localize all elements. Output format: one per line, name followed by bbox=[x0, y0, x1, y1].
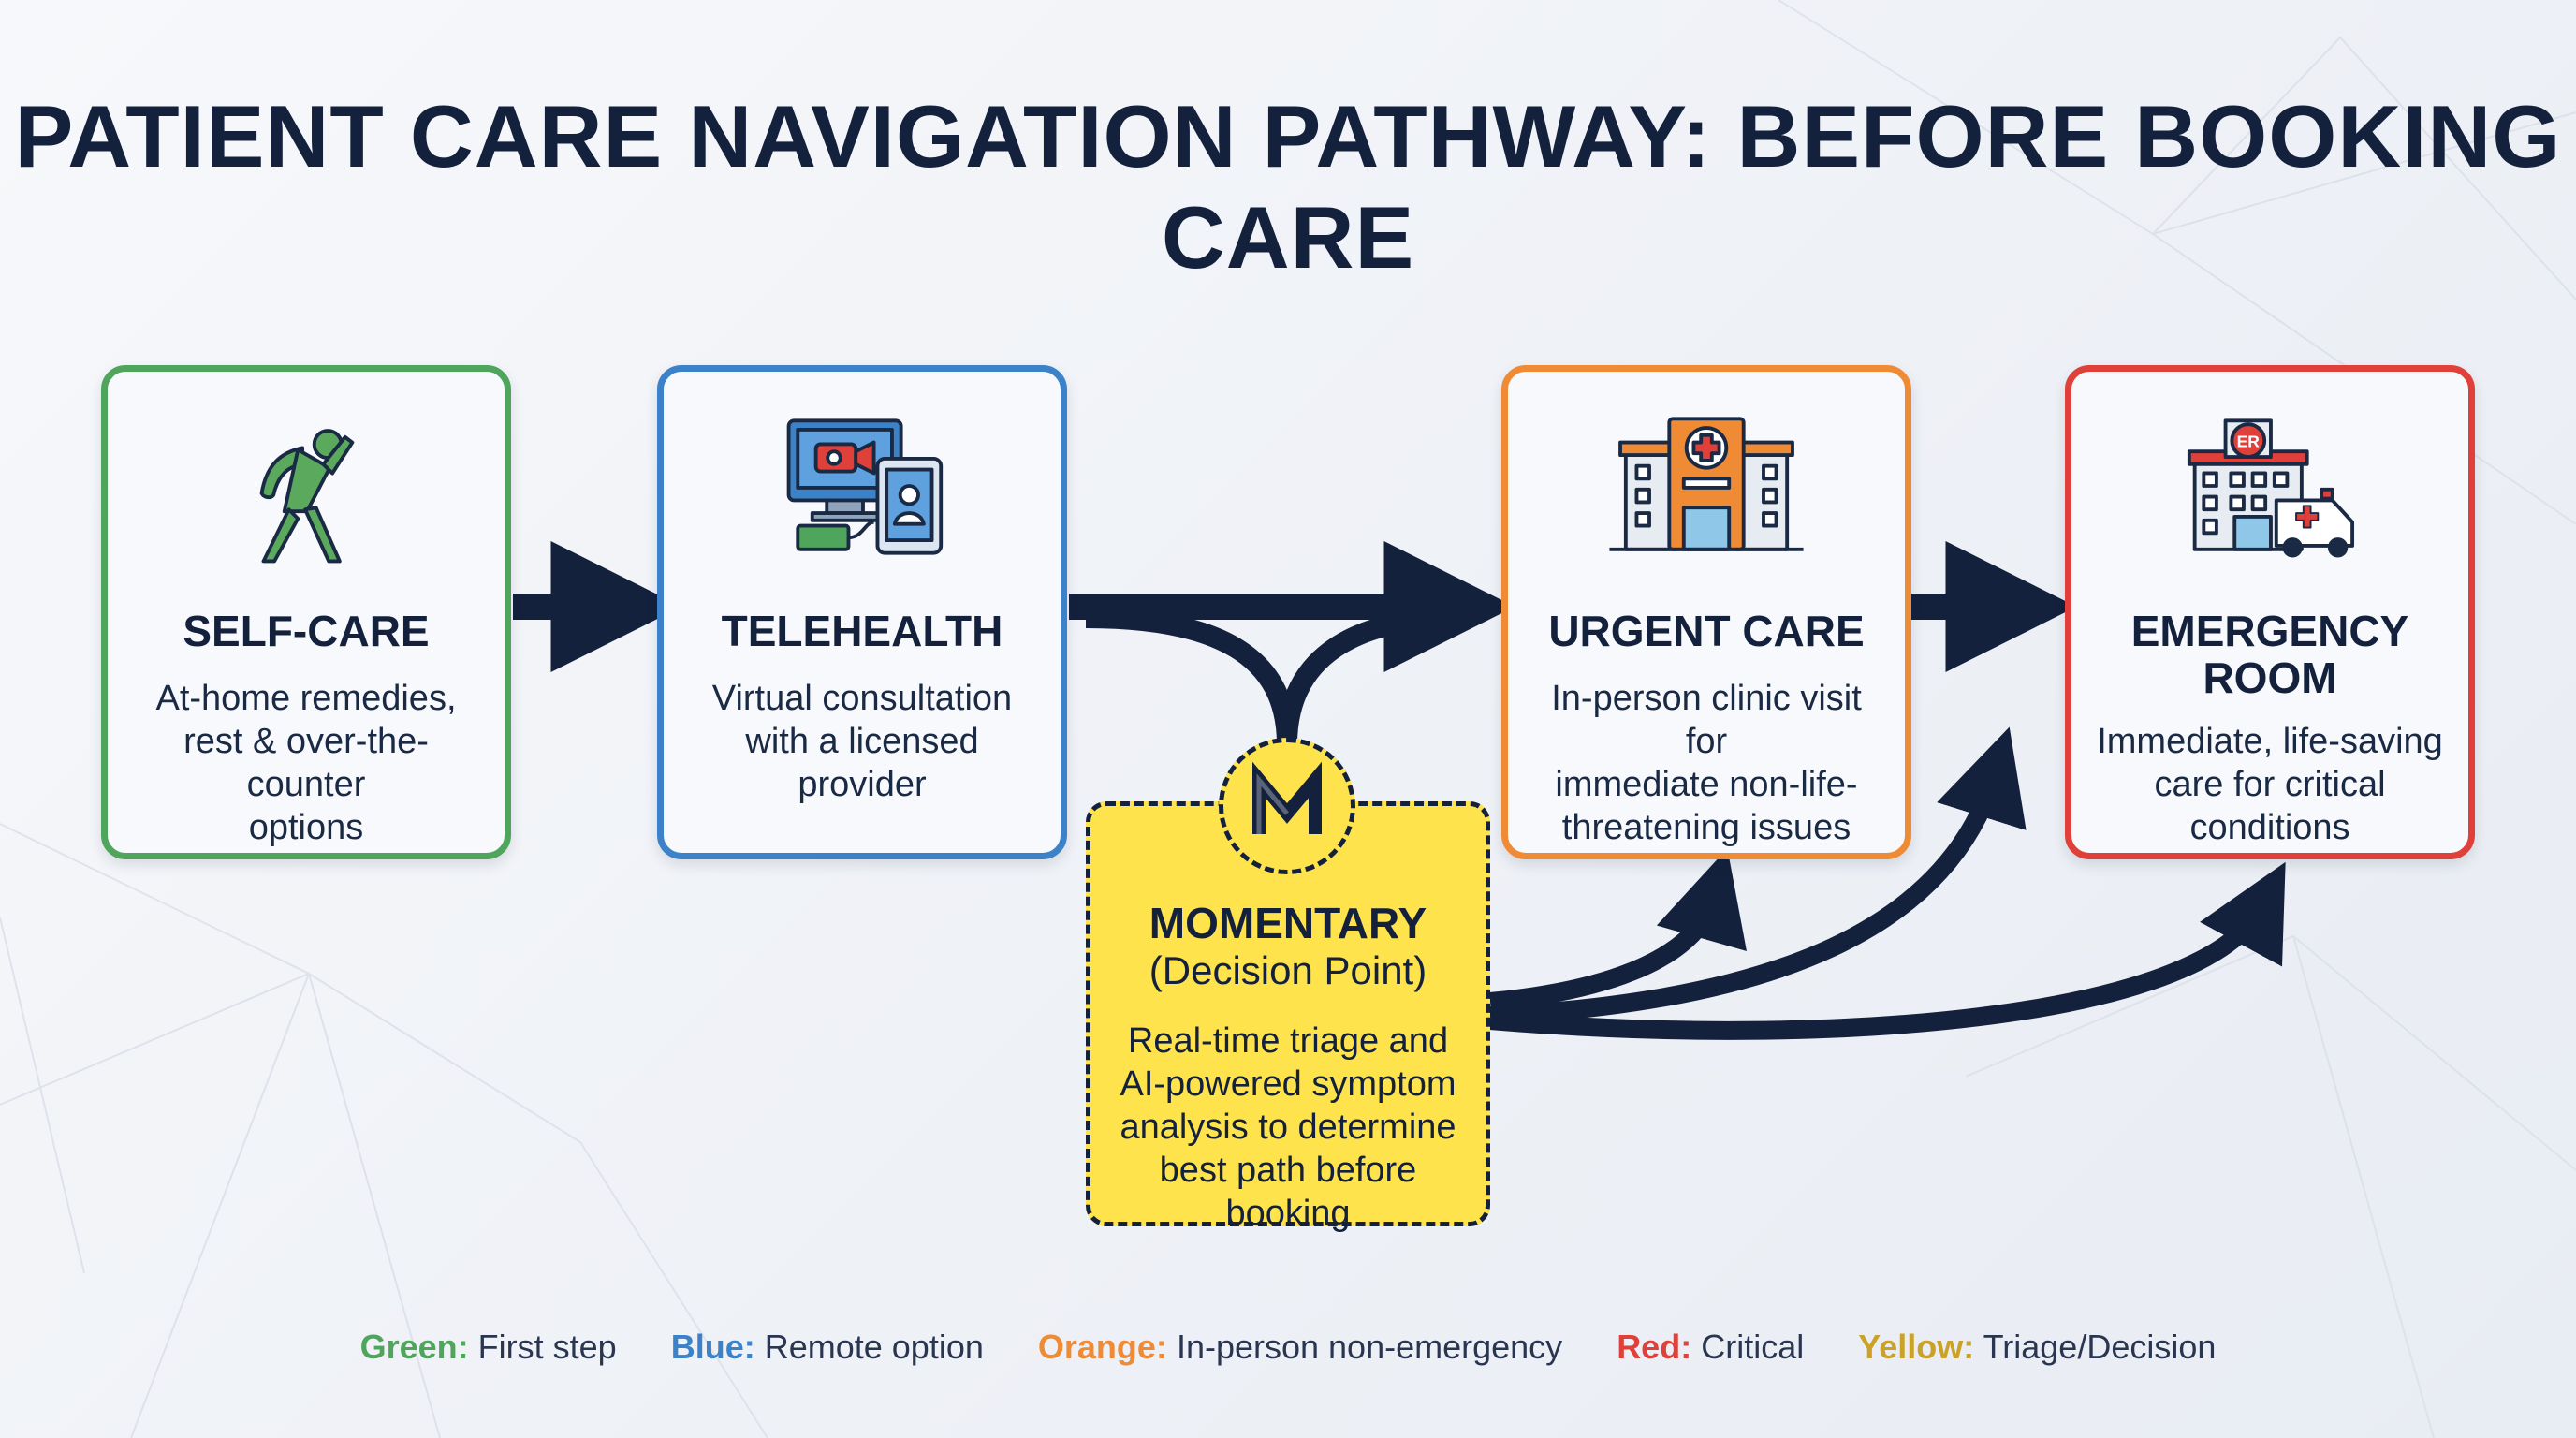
arrow-decision-to-er-upper bbox=[1489, 726, 2027, 1025]
step-card-emergency-room: ER EMERGENCY ROOM Immediate, life-saving… bbox=[2065, 365, 2475, 859]
step-name: SELF-CARE bbox=[183, 607, 430, 655]
legend-item-blue: Blue: Remote option bbox=[670, 1328, 984, 1366]
step-card-urgent-care: URGENT CARE In-person clinic visit for i… bbox=[1501, 365, 1911, 859]
decision-name: MOMENTARY bbox=[1149, 899, 1427, 947]
step-name: EMERGENCY ROOM bbox=[2130, 607, 2409, 702]
er-hospital-ambulance-icon: ER bbox=[2187, 418, 2355, 558]
step-description: Immediate, life-saving care for critical… bbox=[2097, 722, 2443, 847]
step-card-self-care: SELF-CARE At-home remedies, rest & over-… bbox=[101, 365, 511, 859]
step-description: Virtual consultation with a licensed pro… bbox=[711, 679, 1013, 804]
arrow-decision-to-er-lower bbox=[1489, 861, 2286, 1040]
momentary-logo-badge bbox=[1219, 738, 1355, 874]
stretching-person-icon bbox=[259, 429, 355, 564]
step-description: In-person clinic visit for immediate non… bbox=[1551, 679, 1862, 847]
legend-item-orange: Orange: In-person non-emergency bbox=[1037, 1328, 1563, 1366]
color-legend: Green: First step Blue: Remote option Or… bbox=[0, 1328, 2576, 1367]
decision-description: Real-time triage and AI-powered symptom … bbox=[1120, 1021, 1456, 1233]
decision-branch-left bbox=[1085, 608, 1297, 745]
legend-item-red: Red: Critical bbox=[1617, 1328, 1805, 1366]
clinic-building-icon bbox=[1609, 417, 1804, 551]
step-name: URGENT CARE bbox=[1548, 607, 1865, 655]
svg-text:ER: ER bbox=[2237, 432, 2261, 450]
decision-branch-right bbox=[1277, 608, 1461, 745]
video-call-devices-icon bbox=[786, 418, 944, 555]
step-card-telehealth: TELEHEALTH Virtual consultation with a l… bbox=[657, 365, 1067, 859]
page-title: PATIENT CARE NAVIGATION PATHWAY: BEFORE … bbox=[14, 87, 2562, 286]
decision-subtitle: (Decision Point) bbox=[1149, 948, 1427, 992]
m-logo-icon bbox=[1252, 761, 1322, 834]
step-description: At-home remedies, rest & over-the-counte… bbox=[155, 679, 457, 847]
legend-item-yellow: Yellow: Triage/Decision bbox=[1858, 1328, 2217, 1366]
legend-item-green: Green: First step bbox=[359, 1328, 617, 1366]
step-name: TELEHEALTH bbox=[721, 607, 1003, 655]
arrow-decision-to-urgentcare bbox=[1489, 848, 1747, 1011]
